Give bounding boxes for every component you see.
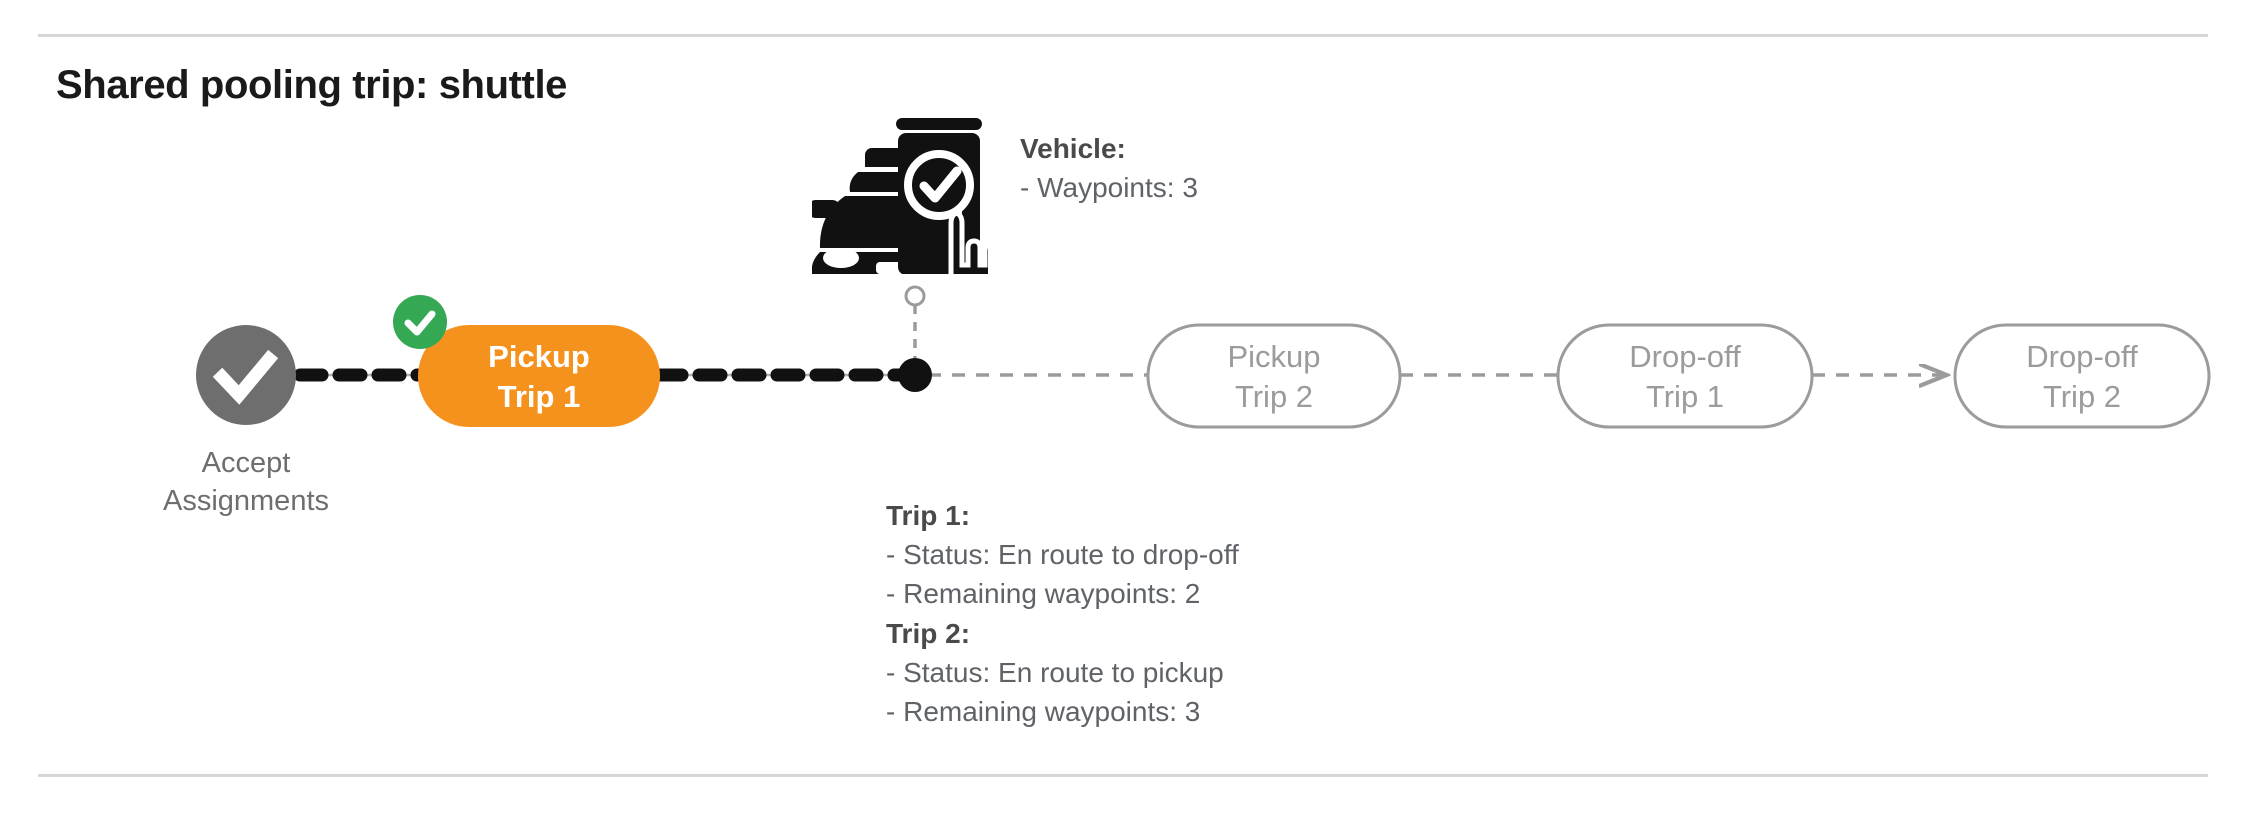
trip-2-annotation-title: Trip 2: (886, 614, 1239, 653)
vehicle-annotation: Vehicle: - Waypoints: 3 (1020, 129, 1198, 207)
vehicle-annotation-title: Vehicle: (1020, 129, 1198, 168)
vehicle-waypoints-row: - Waypoints: 3 (1020, 172, 1198, 204)
check-circle-icon (196, 325, 296, 425)
trip-1-annotation-title: Trip 1: (886, 496, 1239, 535)
vehicle-position-dot-icon[interactable] (898, 358, 932, 392)
trip-2-title-text: Trip 2 (886, 617, 961, 649)
check-badge-mark-icon (404, 310, 436, 336)
trip-1-waypoints-row: - Remaining waypoints: 2 (886, 578, 1201, 610)
flow-node-dropoff-trip-1[interactable] (1556, 323, 1814, 429)
trip-2-waypoints-row: - Remaining waypoints: 3 (886, 695, 1201, 727)
divider-bottom (38, 774, 2208, 777)
vehicle-annotation-title-text: Vehicle (1020, 133, 1117, 164)
trip-annotations: Trip 1: - Status: En route to drop-off -… (886, 496, 1239, 731)
trip-1-status-row: - Status: En route to drop-off (886, 539, 1239, 571)
vehicle-phone-check-icon (812, 118, 988, 274)
check-mark-icon (212, 349, 279, 405)
flow-node-dropoff-trip-2[interactable] (1953, 323, 2211, 429)
dropoff-trip-2-pill (1953, 323, 2211, 429)
trip-2-status-row: - Status: En route to pickup (886, 656, 1224, 688)
trip-1-title-colon: : (960, 500, 971, 531)
flow-node-accept-assignments[interactable] (196, 325, 296, 425)
vehicle-annotation-title-colon: : (1116, 133, 1126, 164)
dropoff-trip-1-pill (1556, 323, 1814, 429)
check-badge-icon (393, 295, 447, 349)
flow-node-pickup-trip-2[interactable] (1146, 323, 1402, 429)
pickup-trip-2-pill (1146, 323, 1402, 429)
trip-1-title-text: Trip 1 (886, 500, 961, 531)
flow-node-pickup-trip-1[interactable] (393, 295, 660, 427)
trip-2-title-colon: : (960, 617, 971, 649)
vehicle-leader-endpoint-icon (904, 285, 926, 307)
divider-top (38, 34, 2208, 37)
accept-assignments-caption: Accept Assignments (162, 447, 329, 518)
pickup-trip-1-pill (418, 325, 660, 427)
page-title: Shared pooling trip: shuttle (56, 63, 568, 107)
